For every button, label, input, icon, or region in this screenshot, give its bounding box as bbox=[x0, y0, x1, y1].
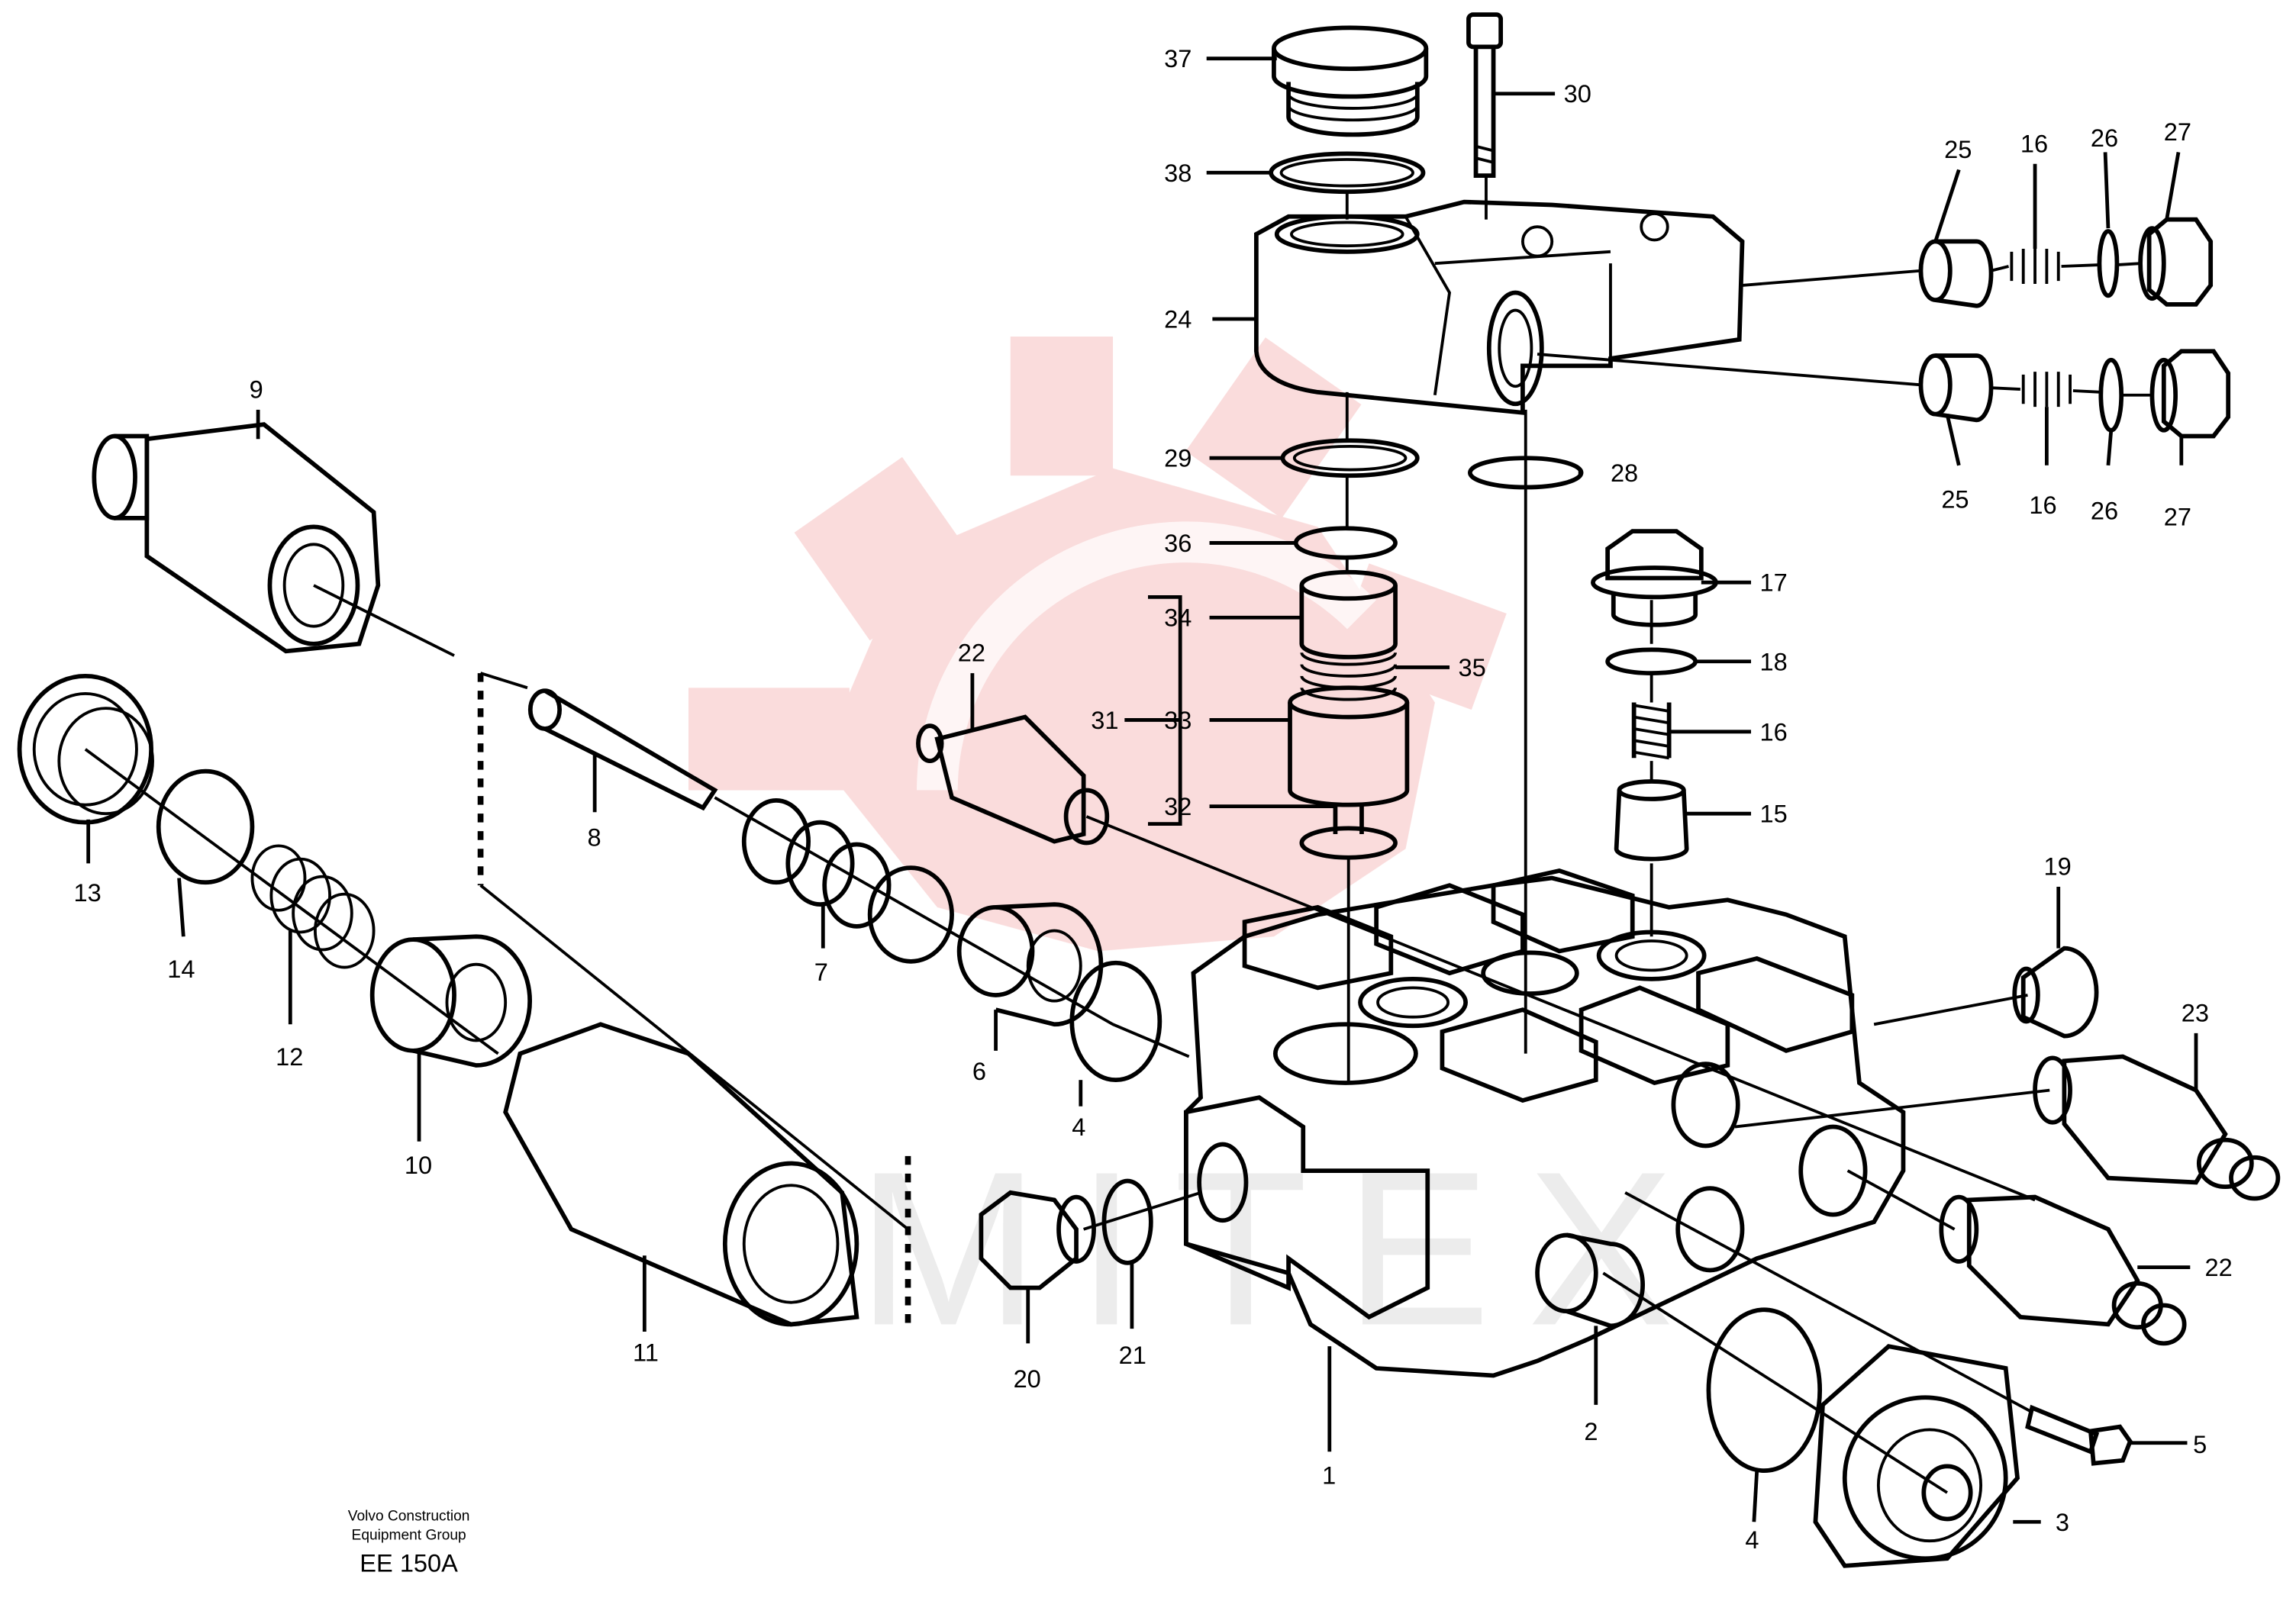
callout-37: 37 bbox=[1164, 44, 1192, 72]
part-25-piston-upper bbox=[1918, 239, 1994, 308]
part-18-seal bbox=[1605, 647, 1698, 675]
part-5-bolt bbox=[2025, 1404, 2133, 1466]
part-2-plug bbox=[1535, 1232, 1646, 1329]
callout-2: 2 bbox=[1584, 1417, 1598, 1445]
callout-11: 11 bbox=[633, 1338, 659, 1366]
callout-6: 6 bbox=[972, 1057, 986, 1085]
footer-company-line1: Volvo Construction bbox=[348, 1508, 470, 1524]
callout-26-lower: 26 bbox=[2091, 497, 2118, 525]
watermark-text: MITEX bbox=[856, 1126, 1711, 1371]
part-22-valve-left bbox=[916, 714, 1110, 846]
callout-20: 20 bbox=[1014, 1364, 1041, 1393]
part-24-housing bbox=[1254, 199, 1745, 415]
callout-25-upper: 25 bbox=[1944, 135, 1972, 163]
part-16-spring-center bbox=[1631, 702, 1672, 760]
leader-lines bbox=[84, 56, 2198, 1524]
part-37-cap bbox=[1272, 25, 1429, 137]
part-7-spool bbox=[741, 798, 954, 964]
callout-25-lower: 25 bbox=[1941, 485, 1969, 513]
part-12-spring bbox=[250, 844, 376, 969]
callout-3: 3 bbox=[2056, 1508, 2069, 1536]
watermark-gear-icon bbox=[688, 337, 1507, 952]
part-16-spring-lower bbox=[2021, 372, 2072, 408]
part-14-o-ring bbox=[156, 768, 255, 885]
callout-13: 13 bbox=[73, 878, 101, 907]
callout-35: 35 bbox=[1459, 653, 1486, 681]
callout-27-upper: 27 bbox=[2164, 118, 2191, 146]
part-11-solenoid bbox=[503, 1022, 859, 1327]
callout-27-lower: 27 bbox=[2164, 502, 2191, 530]
callout-31: 31 bbox=[1091, 706, 1118, 734]
callout-21: 21 bbox=[1119, 1341, 1146, 1369]
callout-22-right: 22 bbox=[2204, 1253, 2232, 1281]
callout-36: 36 bbox=[1164, 529, 1192, 557]
callout-16-lower: 16 bbox=[2029, 491, 2056, 519]
part-22-valve-right bbox=[1939, 1194, 2187, 1346]
callout-7: 7 bbox=[814, 958, 828, 986]
part-27-plug-upper bbox=[2138, 217, 2214, 307]
part-8-rod bbox=[527, 688, 718, 811]
callout-labels: 37 30 38 24 29 28 36 34 35 31 33 32 25 1… bbox=[73, 44, 2232, 1554]
part-26-seal-upper bbox=[2097, 229, 2120, 298]
part-19-plug bbox=[2012, 946, 2099, 1039]
hatched-boundary bbox=[477, 672, 911, 1332]
part-10-sleeve bbox=[369, 934, 532, 1068]
part-26-seal-lower bbox=[2098, 357, 2124, 433]
callout-34: 34 bbox=[1164, 604, 1192, 632]
callout-24: 24 bbox=[1164, 305, 1192, 333]
callout-4-right: 4 bbox=[1745, 1526, 1759, 1554]
part-15-sleeve bbox=[1614, 779, 1689, 862]
part-9-solenoid bbox=[92, 422, 381, 654]
footer-code: EE 150A bbox=[360, 1548, 458, 1577]
callout-16-upper: 16 bbox=[2020, 129, 2048, 157]
callout-10: 10 bbox=[405, 1151, 432, 1179]
part-27-plug-lower bbox=[2149, 349, 2231, 439]
callout-8: 8 bbox=[588, 823, 601, 851]
callout-1: 1 bbox=[1322, 1461, 1336, 1489]
part-4-o-ring-left bbox=[1069, 960, 1163, 1083]
callout-30: 30 bbox=[1564, 79, 1591, 108]
callout-33: 33 bbox=[1164, 706, 1192, 734]
callout-14: 14 bbox=[167, 955, 195, 983]
callout-19: 19 bbox=[2044, 852, 2072, 881]
callout-5: 5 bbox=[2193, 1430, 2207, 1458]
part-17-plug bbox=[1591, 529, 1718, 627]
callout-26-upper: 26 bbox=[2091, 124, 2118, 152]
part-23-valve bbox=[2033, 1054, 2281, 1201]
part-25-piston-lower bbox=[1918, 353, 1994, 423]
part-4-o-ring-right bbox=[1706, 1307, 1823, 1474]
callout-12: 12 bbox=[276, 1042, 303, 1071]
callout-29: 29 bbox=[1164, 444, 1192, 472]
callout-18: 18 bbox=[1760, 647, 1788, 675]
callout-22-left: 22 bbox=[958, 639, 985, 667]
callout-38: 38 bbox=[1164, 159, 1192, 187]
part-20-plug bbox=[979, 1190, 1096, 1290]
callout-9: 9 bbox=[250, 375, 263, 404]
footer: Volvo Construction Equipment Group EE 15… bbox=[348, 1508, 470, 1577]
part-1-main-body bbox=[1183, 868, 1906, 1378]
part-16-spring-upper bbox=[2010, 248, 2060, 285]
part-13-plug bbox=[17, 674, 154, 825]
callout-23: 23 bbox=[2182, 998, 2209, 1026]
callout-4-left: 4 bbox=[1072, 1113, 1085, 1141]
callout-17: 17 bbox=[1760, 569, 1788, 597]
callout-16-center: 16 bbox=[1760, 717, 1788, 746]
callout-32: 32 bbox=[1164, 792, 1192, 820]
footer-company-line2: Equipment Group bbox=[352, 1527, 466, 1543]
callout-28: 28 bbox=[1611, 459, 1638, 487]
part-3-cover bbox=[1813, 1344, 2020, 1568]
callout-15: 15 bbox=[1760, 800, 1788, 828]
